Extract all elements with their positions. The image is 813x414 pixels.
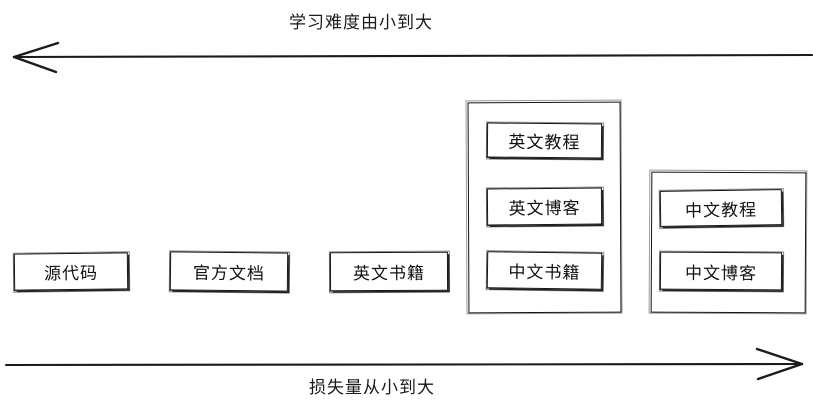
node-official-doc[interactable]: 官方文档 [169,251,289,292]
bottom-axis-label: 损失量从小到大 [309,378,435,398]
node-english-book[interactable]: 英文书籍 [329,251,449,292]
top-axis-arrow [12,41,813,74]
node-chinese-blog[interactable]: 中文博客 [659,251,783,291]
node-chinese-tutorial[interactable]: 中文教程 [659,189,783,227]
node-english-tutorial[interactable]: 英文教程 [486,122,603,159]
node-chinese-book[interactable]: 中文书籍 [486,251,603,290]
top-axis-label: 学习难度由小到大 [289,13,433,33]
node-english-blog[interactable]: 英文博客 [486,187,603,226]
node-source-code[interactable]: 源代码 [13,252,129,291]
